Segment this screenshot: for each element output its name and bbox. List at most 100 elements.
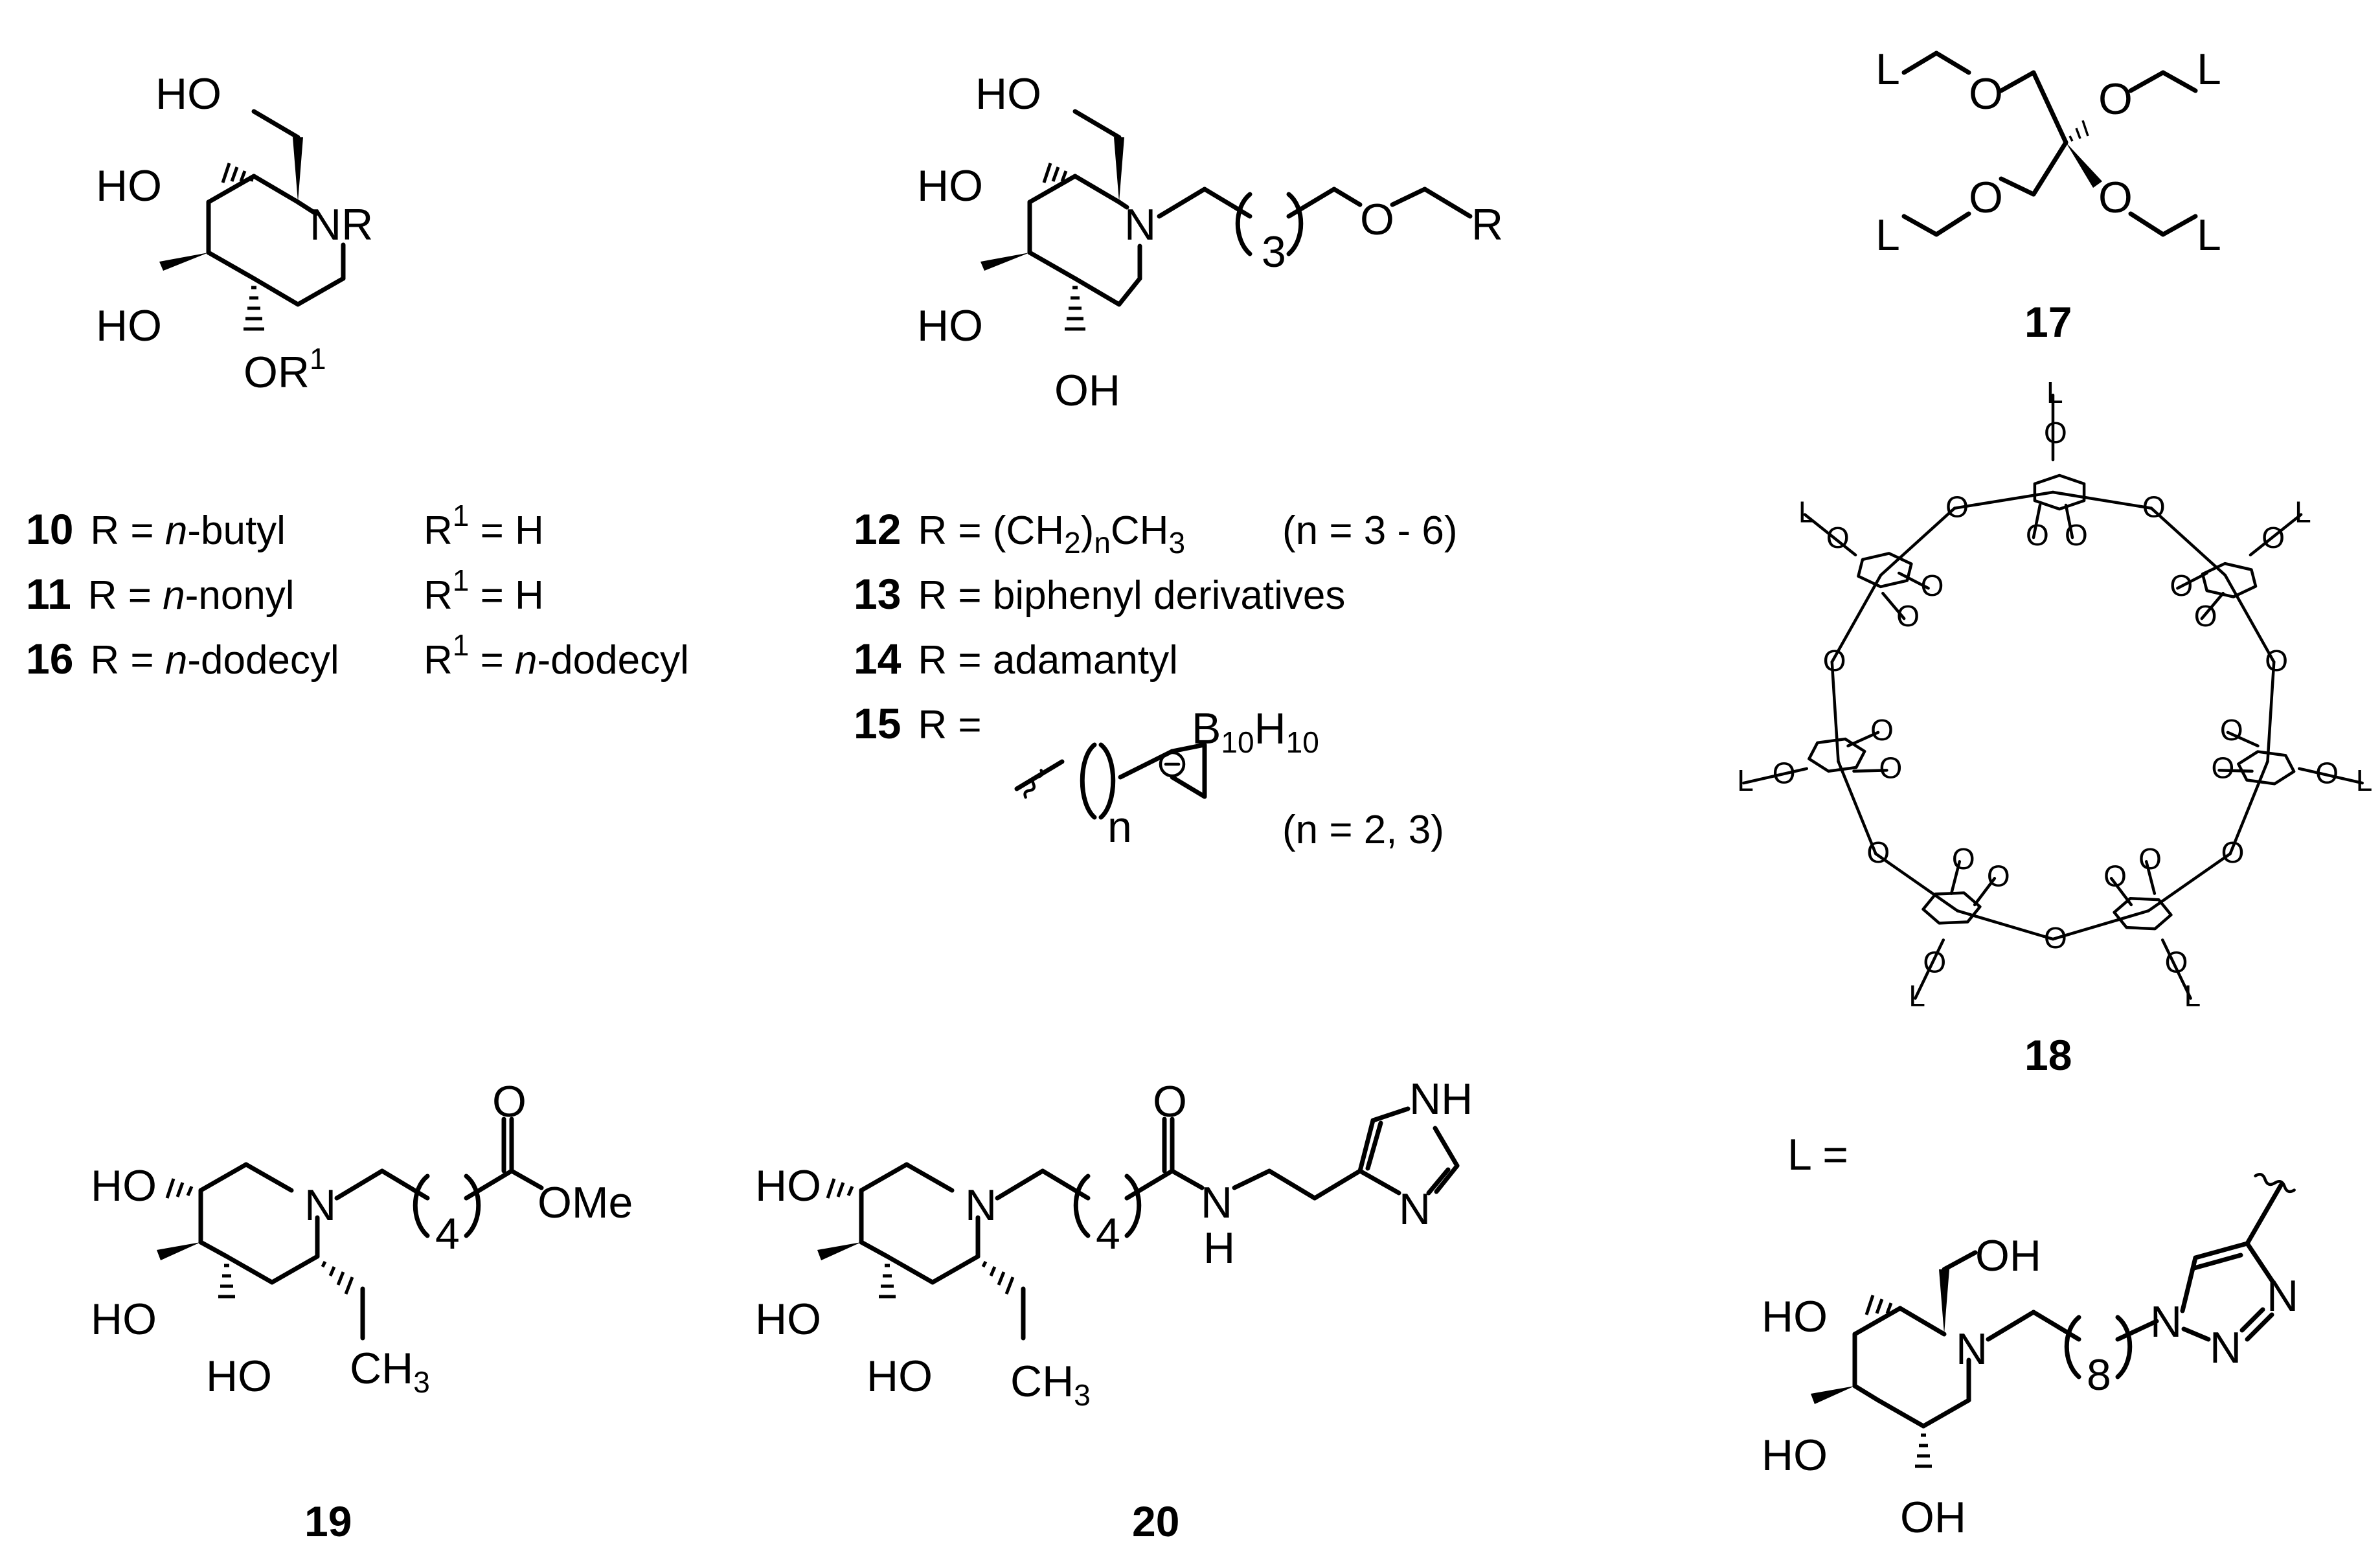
o-label: O — [2065, 518, 2088, 552]
hashed-bond — [981, 1260, 1015, 1295]
hashed-bond — [165, 1178, 194, 1199]
methoxy-bond — [2144, 859, 2157, 895]
glycosidic-bond — [2223, 573, 2276, 664]
linker-bond-3 — [2160, 938, 2192, 1000]
hashed-bond — [1915, 1433, 1932, 1468]
o-label: O — [2026, 518, 2049, 552]
o-label: O — [2138, 842, 2162, 876]
hashed-bond — [218, 1264, 235, 1299]
linker-bond-2 — [2297, 767, 2364, 785]
subscript-3: 3 — [1262, 227, 1286, 277]
o-label: O — [2098, 74, 2133, 124]
nh-h-label: H — [1203, 1223, 1235, 1273]
l-label: L — [2356, 764, 2373, 797]
structure-19: N HO HO HO CH3 4 — [91, 1077, 633, 1545]
ho-label: HO — [917, 161, 983, 210]
ho-label: HO — [755, 1161, 821, 1210]
l-label: L — [2184, 979, 2201, 1012]
o-label: O — [1870, 713, 1894, 747]
l-label: L — [2046, 376, 2063, 409]
ho-label: HO — [206, 1352, 272, 1401]
methoxy-bond — [1881, 591, 1906, 620]
l-label: L — [1876, 210, 1900, 260]
methoxy-bond — [2064, 503, 2074, 539]
o-label: O — [2315, 756, 2339, 790]
ho-label: HO — [91, 1161, 157, 1210]
oh-label: OH — [1900, 1493, 1966, 1542]
compound-18-number: 18 — [2024, 1031, 2072, 1079]
glucose-unit-1 — [2201, 562, 2258, 598]
compound-20-number: 20 — [1132, 1497, 1179, 1545]
n1-label: N — [2150, 1297, 2182, 1346]
o-label: O — [1153, 1077, 1187, 1126]
ho-label: HO — [1762, 1292, 1828, 1341]
o-label: O — [2170, 569, 2193, 602]
structure-17: L O O L O L O L 17 — [1876, 45, 2221, 346]
methoxy-bond — [1898, 571, 1930, 590]
methoxy-bond — [2217, 769, 2254, 773]
glycosidic-bond — [2266, 660, 2276, 763]
n-label: N — [1399, 1185, 1431, 1234]
subscript-4: 4 — [435, 1209, 460, 1258]
o-label: O — [1360, 195, 1394, 244]
linker-bond-6 — [1803, 513, 1857, 557]
structure-20: N HO HO HO CH3 4 O — [755, 1074, 1473, 1545]
glycosidic-bond — [2149, 506, 2227, 577]
glycosidic-bond — [1830, 660, 1840, 763]
ch3-label: CH3 — [350, 1344, 430, 1399]
linker-bond-1 — [2249, 513, 2303, 557]
linker-bond-5 — [1742, 767, 1809, 785]
o-label: O — [1773, 756, 1796, 790]
hashed-bond — [244, 286, 264, 331]
glycosidic-bond — [2228, 760, 2269, 856]
compound-15-condition: (n = 2, 3) — [1282, 808, 1444, 852]
o-label: O — [1969, 69, 2003, 119]
glycosidic-bond — [1879, 506, 1956, 577]
glucose-unit-5 — [1808, 737, 1866, 773]
n-label: N — [1956, 1324, 1988, 1374]
glycosidic-bond — [1953, 490, 2055, 510]
methoxy-bond — [1973, 877, 1997, 907]
hashed-bond — [1042, 163, 1068, 183]
ho-label: HO — [91, 1295, 157, 1344]
l-label: L — [2295, 495, 2311, 528]
subscript-n: n — [1107, 802, 1132, 852]
glycosidic-bond — [2051, 909, 2150, 941]
n-label: N — [965, 1181, 997, 1230]
structure-10-11-16: HO HO NR HO OR1 — [96, 69, 373, 397]
subscript-4: 4 — [1096, 1209, 1120, 1258]
o-label: O — [1923, 945, 1946, 979]
o-label: O — [2098, 173, 2133, 222]
structure-l-ligand: L = N OH HO HO OH 8 — [1762, 1130, 2298, 1542]
o-label: O — [1896, 599, 1920, 633]
structure-15-substituent: n B10H10 (n = 2, 3) — [1014, 704, 1444, 852]
hashed-bond — [2068, 120, 2089, 142]
hashed-bond — [1864, 1295, 1893, 1315]
glucose-unit-4 — [1921, 891, 1982, 925]
oh-label: OH — [1054, 366, 1120, 415]
glycosidic-bond — [1837, 760, 1877, 856]
compound-10-r1: R1 = H — [424, 499, 544, 553]
n2-label: N — [2210, 1323, 2241, 1372]
o-label: O — [1952, 842, 1975, 876]
o-label: O — [1823, 644, 1846, 677]
n-label: N — [304, 1181, 336, 1230]
methoxy-bond — [1949, 859, 1962, 895]
r-label: R — [1471, 200, 1503, 249]
ho-label: HO — [917, 301, 983, 350]
l-equals-label: L = — [1787, 1130, 1848, 1179]
o-label: O — [2221, 835, 2245, 869]
glycosidic-bond — [1830, 573, 1883, 664]
methoxy-bond — [2176, 571, 2208, 590]
hashed-bond — [826, 1178, 854, 1199]
boron-hydride-label: B10H10 — [1192, 704, 1319, 759]
